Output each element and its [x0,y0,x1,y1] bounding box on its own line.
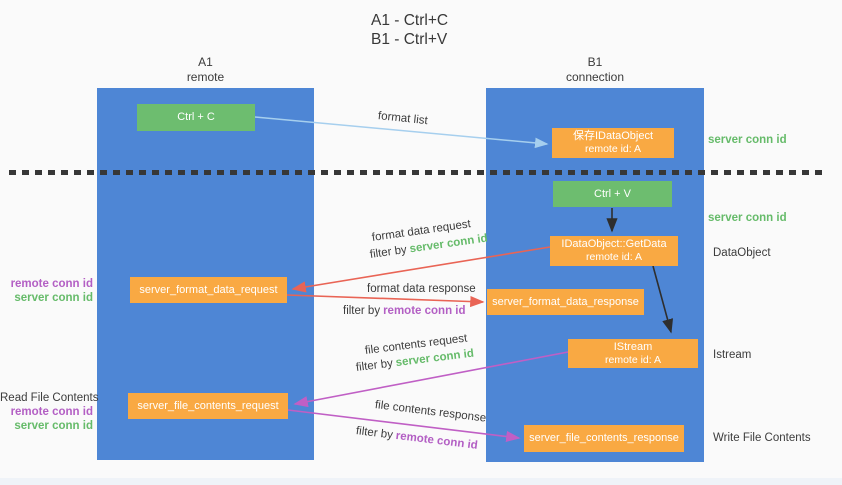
istream-label: Istream [713,349,752,361]
filter-by-text: filter by [343,305,381,317]
arrow-file-contents-response [287,409,521,443]
read-file-contents-label: Read File Contents [0,392,99,404]
left-labels-file-group: Read File Contents remote conn id server… [0,391,99,433]
node-idataobject-getdata-line2: remote id: A [585,251,643,263]
lifeline-a1-role: remote [186,69,225,84]
node-istream: IStream remote id: A [568,339,698,368]
session-divider-dotted-line [9,170,826,175]
node-save-idataobject: 保存IDataObject remote id: A [552,128,674,158]
write-file-contents-label: Write File Contents [713,432,811,444]
node-istream-line2: remote id: A [604,353,662,366]
lifeline-b1-role: connection [565,69,625,84]
left-labels-format-group: remote conn id server conn id [0,277,93,305]
node-ctrl-v: Ctrl + V [553,181,672,207]
lifeline-b1-name: B1 [587,55,603,69]
node-server-format-data-response: server_format_data_response [487,289,644,315]
title-line-a1: A1 - Ctrl+C [371,12,449,29]
label-format-data-response: format data response [367,283,476,295]
node-istream-line1: IStream [613,340,653,353]
node-save-idataobject-line2: remote id: A [584,143,642,155]
lifeline-header-a1: A1 remote [97,55,314,84]
server-conn-id-label: server conn id [14,420,93,432]
bottom-window-edge [0,478,842,485]
node-idataobject-getdata: IDataObject::GetData remote id: A [550,236,678,266]
node-server-file-contents-response: server_file_contents_response [524,425,684,452]
arrow-format-data-response [286,294,485,308]
title-line-b1: B1 - Ctrl+V [371,31,448,48]
node-idataobject-getdata-line1: IDataObject::GetData [561,238,667,250]
remote-conn-id-text: remote conn id [383,305,466,317]
arrow-getdata-to-istream [652,265,674,334]
node-save-idataobject-line1: 保存IDataObject [572,130,654,142]
dataobject-label: DataObject [713,247,771,259]
diagram-title: A1 - Ctrl+C B1 - Ctrl+V [371,11,448,49]
server-conn-id-label: server conn id [14,292,93,304]
arrow-format-data-request [291,246,551,293]
arrow-file-contents-request [293,351,569,408]
lifeline-header-b1: B1 connection [486,55,704,84]
server-conn-id-label-top: server conn id [708,134,787,146]
server-conn-id-label-mid: server conn id [708,212,787,224]
node-server-format-data-request: server_format_data_request [130,277,287,303]
remote-conn-id-label: remote conn id [10,406,93,418]
remote-conn-id-label: remote conn id [10,278,93,290]
lifeline-a1-name: A1 [198,55,213,69]
arrow-format-list [254,116,549,149]
node-ctrl-c: Ctrl + C [137,104,255,131]
node-server-file-contents-request: server_file_contents_request [128,393,288,419]
